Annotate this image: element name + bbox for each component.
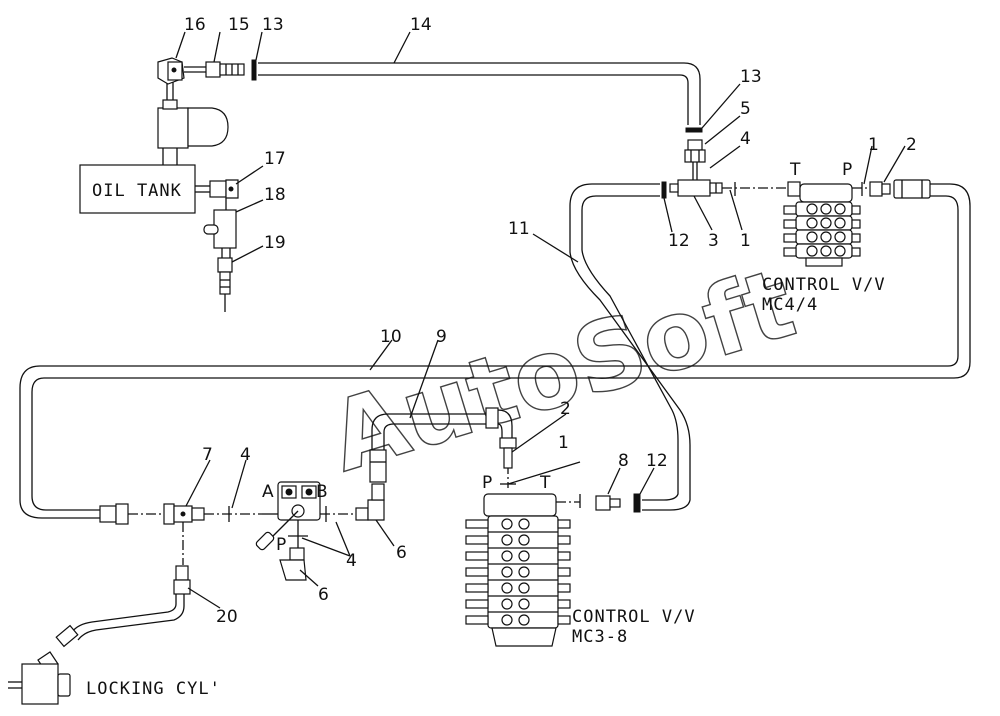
elbow-16 — [157, 57, 185, 85]
control-valve-mc4-name: CONTROL V/V — [762, 275, 886, 295]
port-t-mc4: T — [789, 160, 801, 180]
hose-10 — [19, 183, 971, 525]
elbow-6 — [355, 483, 385, 521]
hose-14 — [258, 62, 701, 125]
part-number: 12 — [668, 231, 690, 251]
part-number: 2 — [560, 399, 571, 419]
seal-13a — [251, 59, 257, 81]
part-number: 4 — [240, 445, 251, 465]
nipple-19 — [217, 248, 233, 312]
part-number: 18 — [264, 185, 286, 205]
part-number: 4 — [740, 129, 751, 149]
port-p-selector: P — [276, 535, 286, 555]
control-valve-mc3-8 — [465, 461, 641, 647]
part-number: 10 — [380, 327, 402, 347]
seal-13b — [685, 127, 703, 133]
watermark: AutoSoft — [317, 247, 806, 494]
part-number: 12 — [646, 451, 668, 471]
port-a: A — [262, 482, 274, 502]
part-number: 3 — [708, 231, 719, 251]
leader-lines — [175, 31, 906, 609]
part-number: 17 — [264, 149, 286, 169]
part-number: 7 — [202, 445, 213, 465]
seal-12a — [661, 181, 667, 199]
port-p-mc4: P — [842, 160, 852, 180]
part-number: 13 — [740, 67, 762, 87]
hose-9 — [369, 407, 517, 483]
control-valve-mc3-model: MC3-8 — [572, 627, 628, 647]
part-number: 2 — [906, 135, 917, 155]
part-number: 9 — [436, 327, 447, 347]
part-number: 5 — [740, 99, 751, 119]
part-number: 20 — [216, 607, 238, 627]
part-number: 19 — [264, 233, 286, 253]
locking-cylinder — [8, 651, 71, 705]
control-valve-mc4-model: MC4/4 — [762, 295, 818, 315]
port-t-mc3: T — [539, 473, 551, 493]
oil-tank: OIL TANK — [79, 164, 196, 214]
hose-11 — [569, 183, 691, 511]
tank-outlet-17 — [195, 179, 239, 199]
tee-3 — [669, 179, 723, 197]
part-number: 1 — [740, 231, 751, 251]
oil-tank-label: OIL TANK — [92, 181, 182, 201]
connector-15 — [184, 61, 245, 78]
part-number: 1 — [558, 433, 569, 453]
part-number: 6 — [396, 543, 407, 563]
locking-cylinder-label: LOCKING CYL' — [86, 679, 221, 699]
selector-valve — [255, 481, 356, 581]
ball-valve-18 — [203, 198, 237, 249]
part-number: 11 — [508, 219, 530, 239]
part-number: 8 — [618, 451, 629, 471]
part-number: 6 — [318, 585, 329, 605]
part-number: 4 — [346, 551, 357, 571]
port-b: B — [316, 482, 328, 502]
fitting-20 — [55, 565, 191, 648]
part-number: 16 — [184, 15, 206, 35]
part-number: 15 — [228, 15, 250, 35]
part-number: 13 — [262, 15, 284, 35]
part-number: 1 — [868, 135, 879, 155]
tee-7 — [128, 503, 262, 565]
return-filter — [157, 80, 229, 165]
part-number: 14 — [410, 15, 432, 35]
port-p-mc3: P — [482, 473, 492, 493]
part-number-labels: 16 15 13 14 13 5 4 1 2 17 18 19 11 12 3 … — [184, 15, 917, 627]
fitting-5 — [684, 139, 706, 180]
control-valve-mc4-4 — [722, 179, 931, 267]
control-valve-mc3-name: CONTROL V/V — [572, 607, 696, 627]
